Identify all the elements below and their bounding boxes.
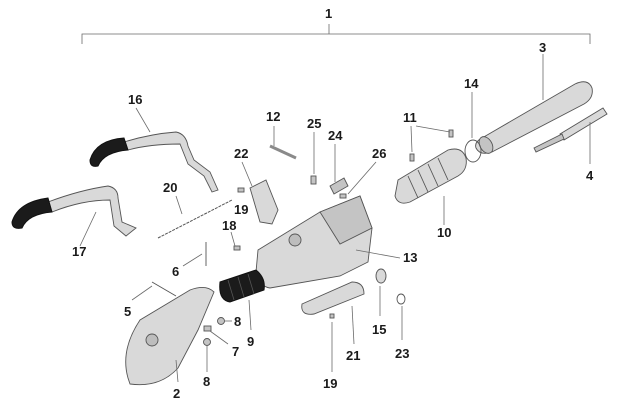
- label-5: 5: [124, 304, 131, 319]
- part-26-pin: [339, 161, 377, 199]
- part-8-nut-lower: [203, 338, 211, 372]
- label-9: 9: [247, 334, 254, 349]
- label-14: 14: [464, 76, 479, 91]
- label-25: 25: [307, 116, 321, 131]
- part-3-tube: [475, 54, 593, 154]
- label-7: 7: [232, 344, 239, 359]
- part-25-screw: [310, 132, 317, 185]
- label-20: 20: [163, 180, 177, 195]
- part-9-bellows: [219, 269, 265, 331]
- part-18-pin: [230, 231, 241, 251]
- label-21: 21: [346, 348, 360, 363]
- label-4: 4: [586, 168, 594, 183]
- part-22-lever: [241, 161, 279, 225]
- label-2: 2: [173, 386, 180, 401]
- part-21-damper: [301, 281, 365, 345]
- part-2-coupling-head: [125, 287, 215, 386]
- part-15-bush: [375, 268, 387, 316]
- label-6: 6: [172, 264, 179, 279]
- label-19-upper: 19: [234, 202, 248, 217]
- label-22: 22: [234, 146, 248, 161]
- label-8-upper: 8: [234, 314, 241, 329]
- part-13-housing: [255, 195, 401, 289]
- part-4-rod: [533, 107, 608, 164]
- part-8-nut-upper: [217, 317, 232, 325]
- label-19-lower: 19: [323, 376, 337, 391]
- part-19-clip-lower: [329, 313, 335, 372]
- label-3: 3: [539, 40, 546, 55]
- part-5-bolt: [131, 281, 177, 301]
- label-1: 1: [325, 6, 332, 21]
- part-19-clip-upper: [237, 187, 245, 193]
- part-7-washer: [203, 325, 229, 345]
- part-24-bracket: [329, 144, 349, 195]
- part-17-handle: [11, 185, 137, 247]
- label-23: 23: [395, 346, 409, 361]
- part-11-pins: [409, 125, 454, 162]
- label-26: 26: [372, 146, 386, 161]
- label-18: 18: [222, 218, 236, 233]
- part-6-bolt: [182, 242, 207, 267]
- part-10-bush: [394, 148, 467, 225]
- label-13: 13: [403, 250, 417, 265]
- part-16-handle: [89, 107, 219, 193]
- label-16: 16: [128, 92, 142, 107]
- part-20-cable: [157, 195, 233, 239]
- part-14-ring: [464, 92, 482, 163]
- assembly-bracket: [81, 24, 591, 44]
- label-10: 10: [437, 225, 451, 240]
- label-11: 11: [403, 110, 417, 125]
- part-23-ring: [396, 293, 406, 340]
- label-17: 17: [72, 244, 86, 259]
- label-12: 12: [266, 109, 280, 124]
- label-8-lower: 8: [203, 374, 210, 389]
- label-24: 24: [328, 128, 343, 143]
- label-15: 15: [372, 322, 386, 337]
- part-12-bolt: [269, 126, 297, 160]
